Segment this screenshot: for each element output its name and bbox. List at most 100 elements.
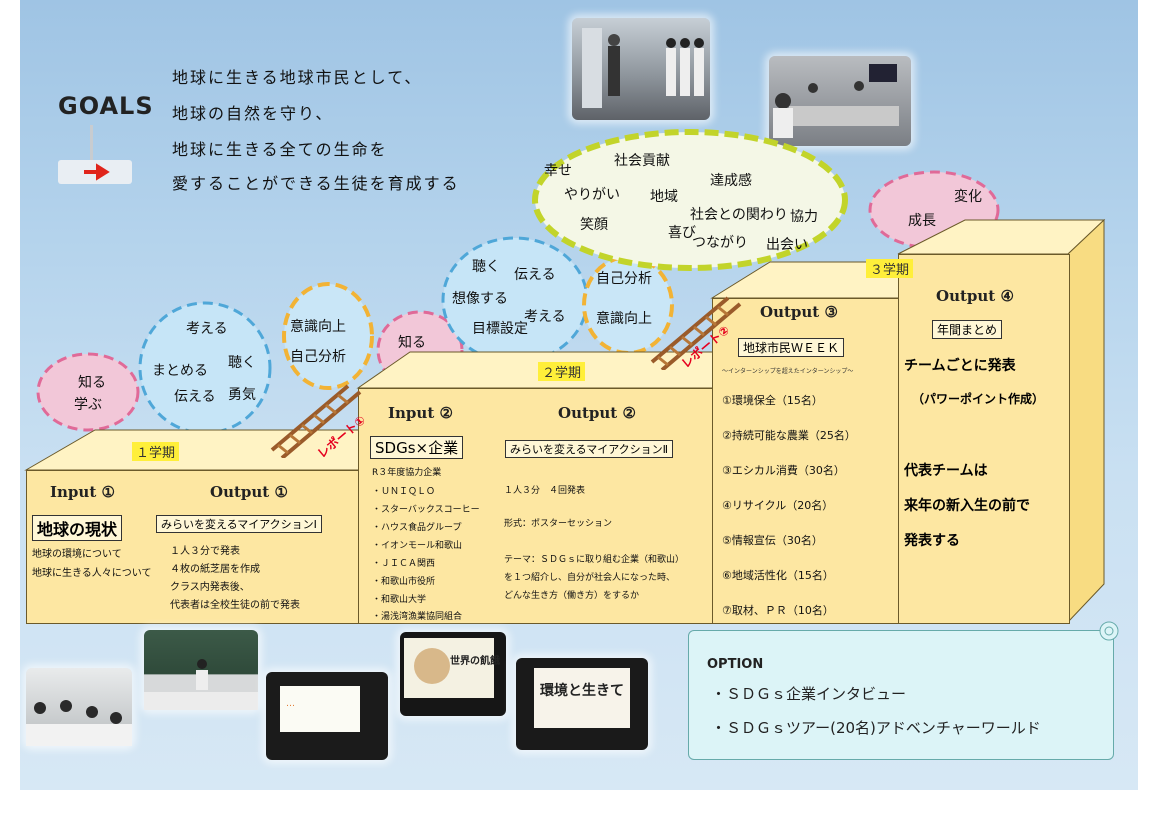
cloud7-word: 出会い <box>766 237 808 253</box>
step4-line: （パワーポイント作成） <box>912 392 1045 406</box>
poster-title-1: 世界の飢餓 <box>450 656 500 667</box>
input2-line: ・ＪＩＣＡ関西 <box>372 559 436 569</box>
output4-heading: Output ④ <box>936 287 1014 305</box>
input1-line: 地球に生きる人々について <box>32 568 152 579</box>
input2-line: ・湯浅湾漁業協同組合 <box>372 612 463 622</box>
output1-line: 代表者は全校生徒の前で発表 <box>170 600 300 611</box>
cloud2-word: 伝える <box>174 389 216 405</box>
cloud7-word: 笑顔 <box>580 217 608 233</box>
step4-line: チームごとに発表 <box>904 358 1016 374</box>
term-label-2: ２学期 <box>538 362 586 381</box>
output1-line: クラス内発表後、 <box>170 582 250 593</box>
input2-line: R３年度協力企業 <box>372 468 442 478</box>
output3-title: 地球市民ＷＥＥＫ <box>738 338 845 357</box>
step4-line: 代表チームは <box>904 463 988 479</box>
poster-title-2: 環境と生きて <box>540 683 624 699</box>
output1-title: みらいを変えるマイアクションⅠ <box>156 515 322 533</box>
option-item: ・ＳＤＧｓ企業インタビュー <box>711 685 907 703</box>
cloud7-word: 社会との関わり <box>690 207 788 223</box>
output2-line: どんな生き方（働き方）をするか <box>504 591 640 601</box>
cloud7-word: 地域 <box>650 189 678 205</box>
cloud2-word: 聴く <box>228 355 256 371</box>
cloud-7 <box>532 129 848 271</box>
output2-line: を１つ紹介し、自分が社会人になった時、 <box>504 573 676 583</box>
cloud8-word: 変化 <box>954 189 982 205</box>
input2-line: ・イオンモール和歌山 <box>372 541 463 551</box>
week-item: ③エシカル消費（30名） <box>722 464 845 477</box>
week-item: ⑦取材、ＰＲ（10名） <box>722 604 834 617</box>
cloud2-word: 考える <box>186 321 228 337</box>
cloud7-word: 達成感 <box>710 173 752 189</box>
goal-line-2: 地球の自然を守り、 <box>172 104 334 123</box>
photo-classroom-2 <box>144 630 258 710</box>
cloud-3 <box>282 282 374 390</box>
input1-title: 地球の現状 <box>32 515 123 541</box>
cloud1-word: 知る <box>78 375 106 391</box>
output3-heading: Output ③ <box>760 303 838 321</box>
input1-heading: Input ① <box>50 483 115 501</box>
term-label-3: ３学期 <box>866 259 914 278</box>
cloud3-word: 意識向上 <box>290 319 346 335</box>
week-item: ①環境保全（15名） <box>722 394 823 407</box>
input2-line: ・和歌山市役所 <box>372 577 436 587</box>
term-label-1: １学期 <box>132 442 180 461</box>
cloud6-word: 自己分析 <box>596 271 652 287</box>
input2-line: ・和歌山大学 <box>372 595 427 605</box>
ladder-icon <box>270 384 362 458</box>
step4-box <box>898 254 1070 624</box>
output2-line: １人３分 ４回発表 <box>504 486 586 496</box>
scroll-curl-icon <box>1099 621 1119 641</box>
output1-line: １人３分で発表 <box>170 546 240 557</box>
goal-line-3: 地球に生きる全ての生命を <box>172 140 388 159</box>
photo-presentation-1: … <box>266 672 388 760</box>
svg-text:…: … <box>286 699 295 709</box>
cloud6-word: 意識向上 <box>596 311 652 327</box>
step4-line: 発表する <box>904 533 960 549</box>
cloud4-word: 知る <box>398 335 426 351</box>
cloud7-word: 喜び <box>668 225 696 241</box>
goals-title: GOALS <box>58 92 154 120</box>
cloud5-word: 目標設定 <box>472 321 528 337</box>
output2-line: 形式：ポスターセッション <box>504 519 613 529</box>
output1-heading: Output ① <box>210 483 288 501</box>
step4-line: 来年の新入生の前で <box>904 498 1030 514</box>
input2-heading: Input ② <box>388 404 453 422</box>
input2-title: SDGs×企業 <box>370 436 464 459</box>
input2-line: ・ＵＮＩＱＬＯ <box>372 487 436 497</box>
cloud7-word: やりがい <box>564 187 620 203</box>
photo-presentation-3: 環境と生きて <box>516 658 648 750</box>
ladder-icon <box>650 296 742 370</box>
option-panel: OPTION ・ＳＤＧｓ企業インタビュー ・ＳＤＧｓツアー(20名)アドベンチャ… <box>688 621 1119 760</box>
option-item: ・ＳＤＧｓツアー(20名)アドベンチャーワールド <box>711 719 1041 737</box>
cloud5-word: 想像する <box>452 291 508 307</box>
output2-heading: Output ② <box>558 404 636 422</box>
week-item: ⑤情報宣伝（30名） <box>722 534 823 547</box>
goal-line-4: 愛することができる生徒を育成する <box>172 174 460 193</box>
cloud7-word: 幸せ <box>544 163 572 179</box>
cloud7-word: つながり <box>692 235 748 251</box>
photo-online-meeting <box>769 56 911 146</box>
photo-students-visit <box>572 18 710 120</box>
output1-line: ４枚の紙芝居を作成 <box>170 564 260 575</box>
output3-subtitle: ～インターンシップを超えたインターンシップ～ <box>722 368 854 375</box>
output4-title: 年間まとめ <box>932 320 1003 339</box>
input2-line: ・スターバックスコーヒー <box>372 505 480 515</box>
step1-box <box>26 470 361 624</box>
photo-classroom-1 <box>26 668 132 746</box>
cloud5-word: 聴く <box>472 259 500 275</box>
cloud3-word: 自己分析 <box>290 349 346 365</box>
goal-line-1: 地球に生きる地球市民として、 <box>172 68 423 87</box>
arrow-right-icon <box>84 163 110 181</box>
photo-presentation-2: 世界の飢餓 <box>400 632 506 716</box>
week-item: ④リサイクル（20名） <box>722 499 834 512</box>
week-item: ②持続可能な農業（25名） <box>722 429 856 442</box>
cloud7-word: 協力 <box>790 209 818 225</box>
output2-title: みらいを変えるマイアクションⅡ <box>505 440 674 458</box>
cloud8-word: 成長 <box>908 213 936 229</box>
goals-sign-post <box>90 125 93 160</box>
cloud5-word: 伝える <box>514 267 556 283</box>
cloud2-word: まとめる <box>152 363 208 379</box>
cloud1-word: 学ぶ <box>74 397 102 413</box>
